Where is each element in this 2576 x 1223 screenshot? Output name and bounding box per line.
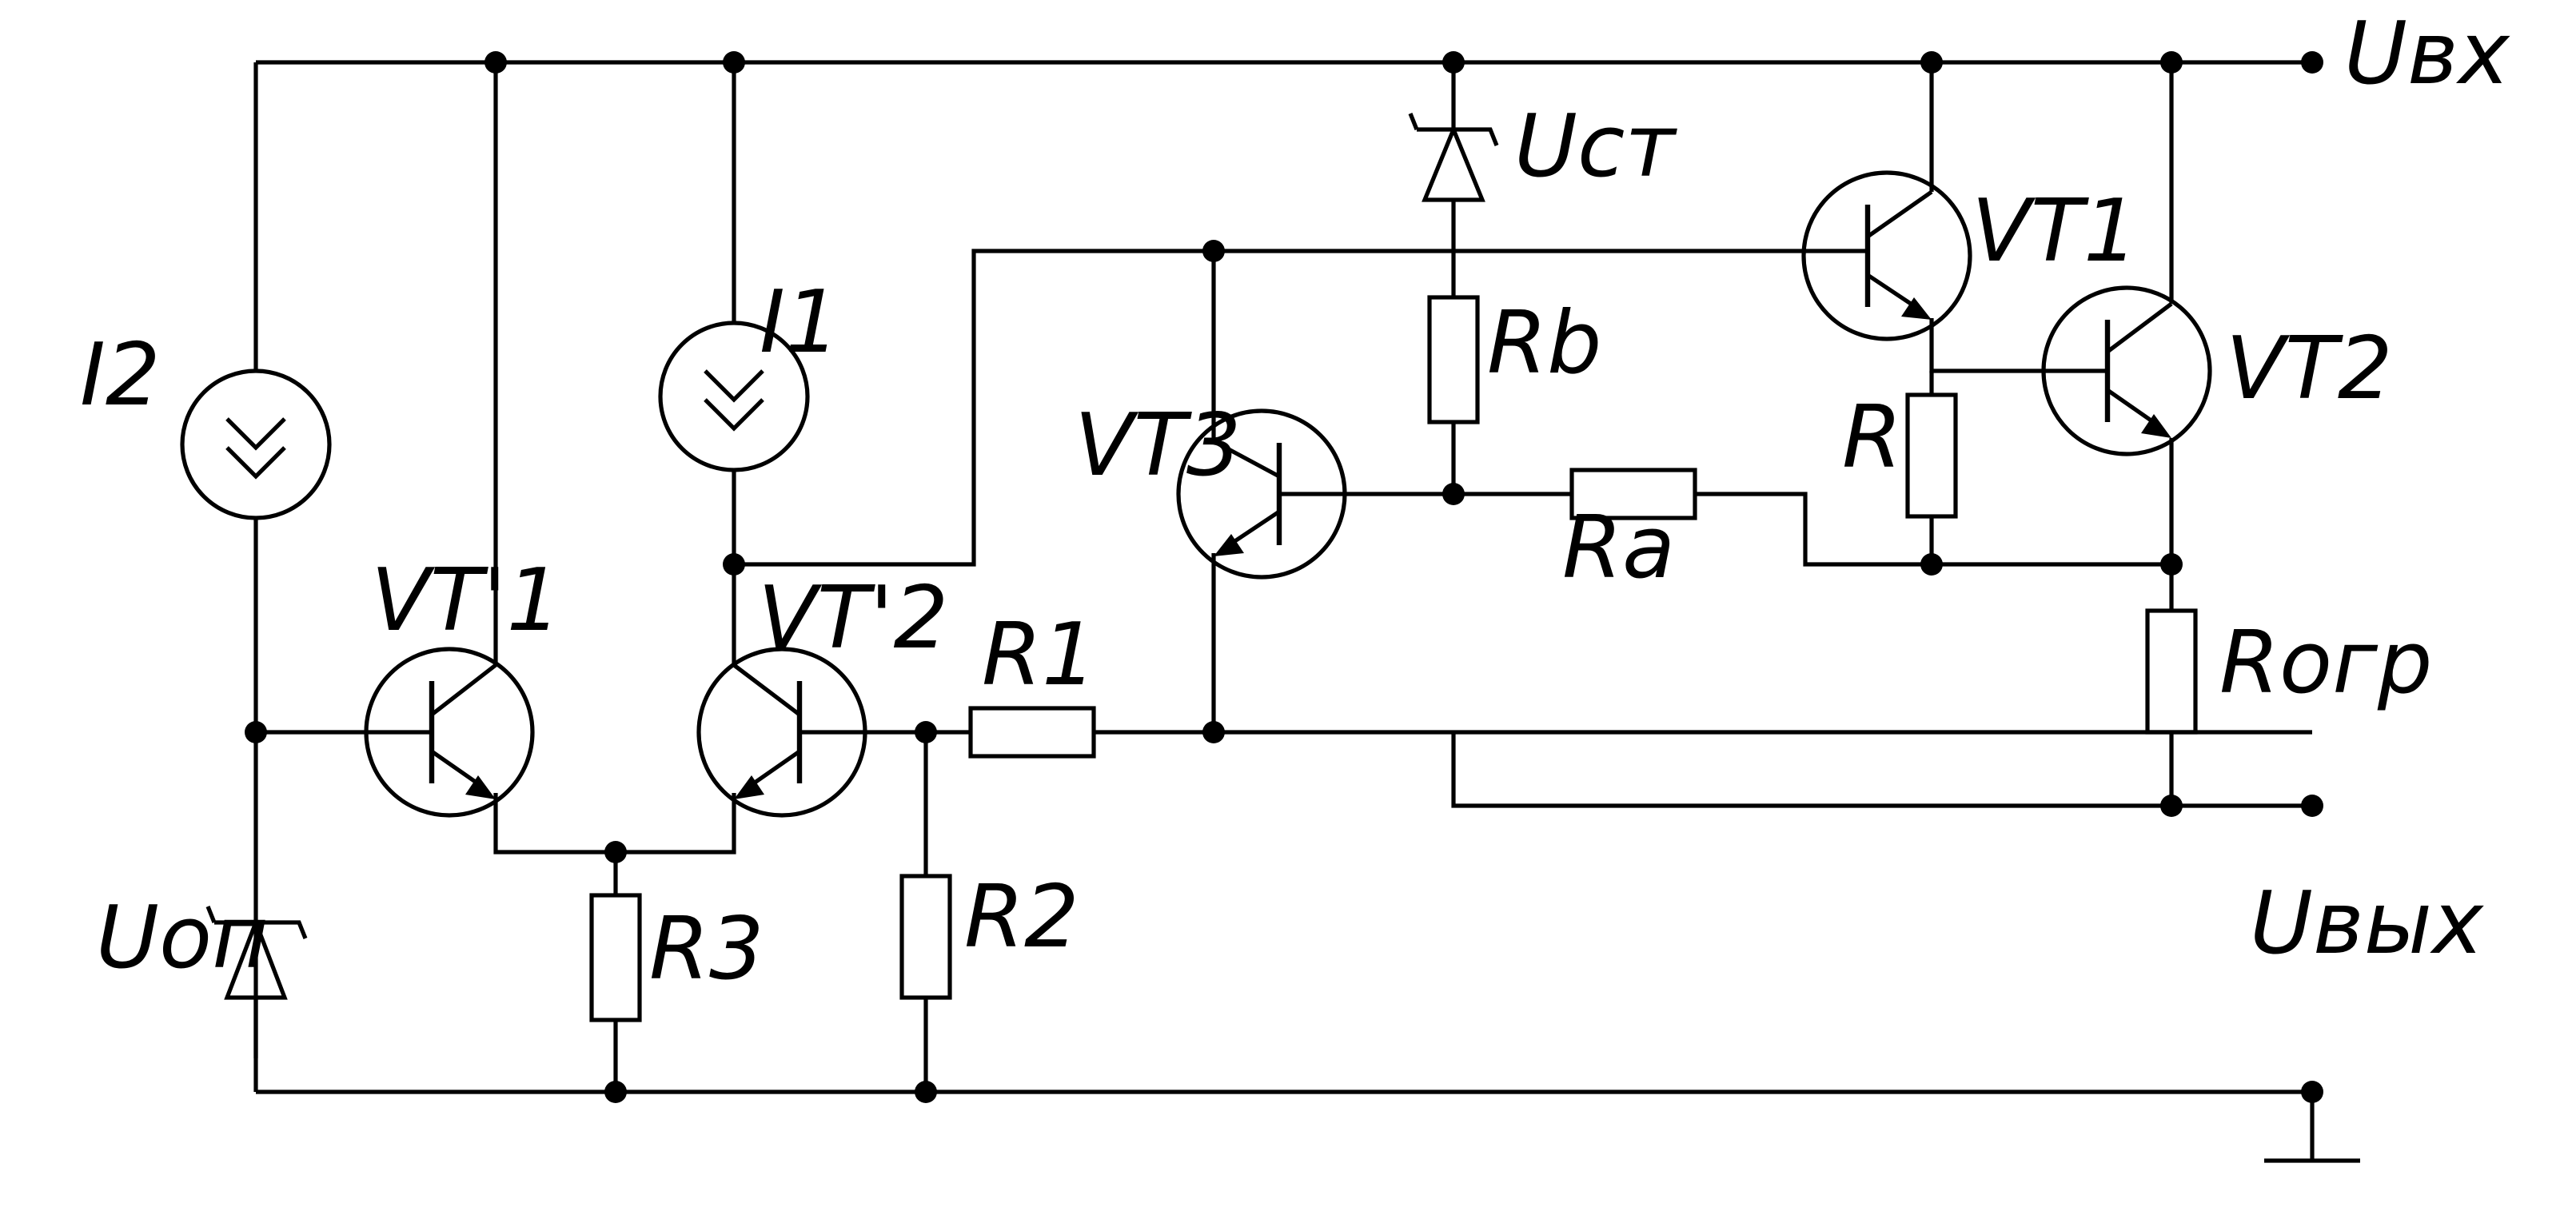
label-r: R xyxy=(1842,388,1902,488)
current-source-i1 xyxy=(658,321,810,472)
resistor-ra xyxy=(1569,468,1697,520)
junction-nodes xyxy=(245,51,2323,1103)
resistor-r3 xyxy=(589,893,642,1022)
transistor-vt1 xyxy=(1801,170,1972,341)
label-rb: Rb xyxy=(1487,293,1602,393)
label-r3: R3 xyxy=(649,899,764,999)
zener-diode-ust xyxy=(1408,113,1499,202)
vt1-base-drive-wire xyxy=(734,249,1805,567)
label-ust: Uст xyxy=(1514,97,1677,197)
label-uvx: Uвх xyxy=(2344,4,2510,104)
transistor-vt2 xyxy=(2041,285,2212,456)
label-uop: Uоп xyxy=(96,888,269,988)
resistor-r xyxy=(1905,392,1958,519)
resistor-rogr xyxy=(2145,608,2198,735)
resistor-r2 xyxy=(899,874,952,1000)
current-source-i2 xyxy=(180,368,332,520)
label-vtp2: VT'2 xyxy=(758,568,948,668)
label-i2: I2 xyxy=(80,325,161,425)
ground-symbol xyxy=(2264,1092,2360,1163)
label-rogr: Rогр xyxy=(2219,613,2432,713)
label-r1: R1 xyxy=(982,605,1097,705)
vt1-emitter-wire xyxy=(1929,318,2072,373)
label-r2: R2 xyxy=(964,867,1079,967)
labels: Uвх Uст VT1 Rb VT2 I2 I1 R VT3 Ra VT'1 V… xyxy=(80,4,2510,999)
resistor-rb xyxy=(1427,295,1480,424)
label-vtp1: VT'1 xyxy=(371,551,561,651)
label-vt3: VT3 xyxy=(1075,396,1242,496)
label-i1: I1 xyxy=(760,273,840,372)
output-sense-wire xyxy=(1451,732,2312,808)
transistor-vt3 xyxy=(1176,408,1347,580)
label-vt1: VT1 xyxy=(1972,181,2139,281)
zener-diode-uop xyxy=(205,906,308,1092)
transistor-vtp2 xyxy=(696,647,867,818)
label-ra: Ra xyxy=(1562,498,1675,598)
ra-right-wire xyxy=(1695,492,2171,567)
label-uvyx: Uвых xyxy=(2250,874,2484,974)
resistor-r1 xyxy=(968,706,1096,759)
transistor-vtp1 xyxy=(364,647,535,818)
label-vt2: VT2 xyxy=(2226,319,2393,419)
